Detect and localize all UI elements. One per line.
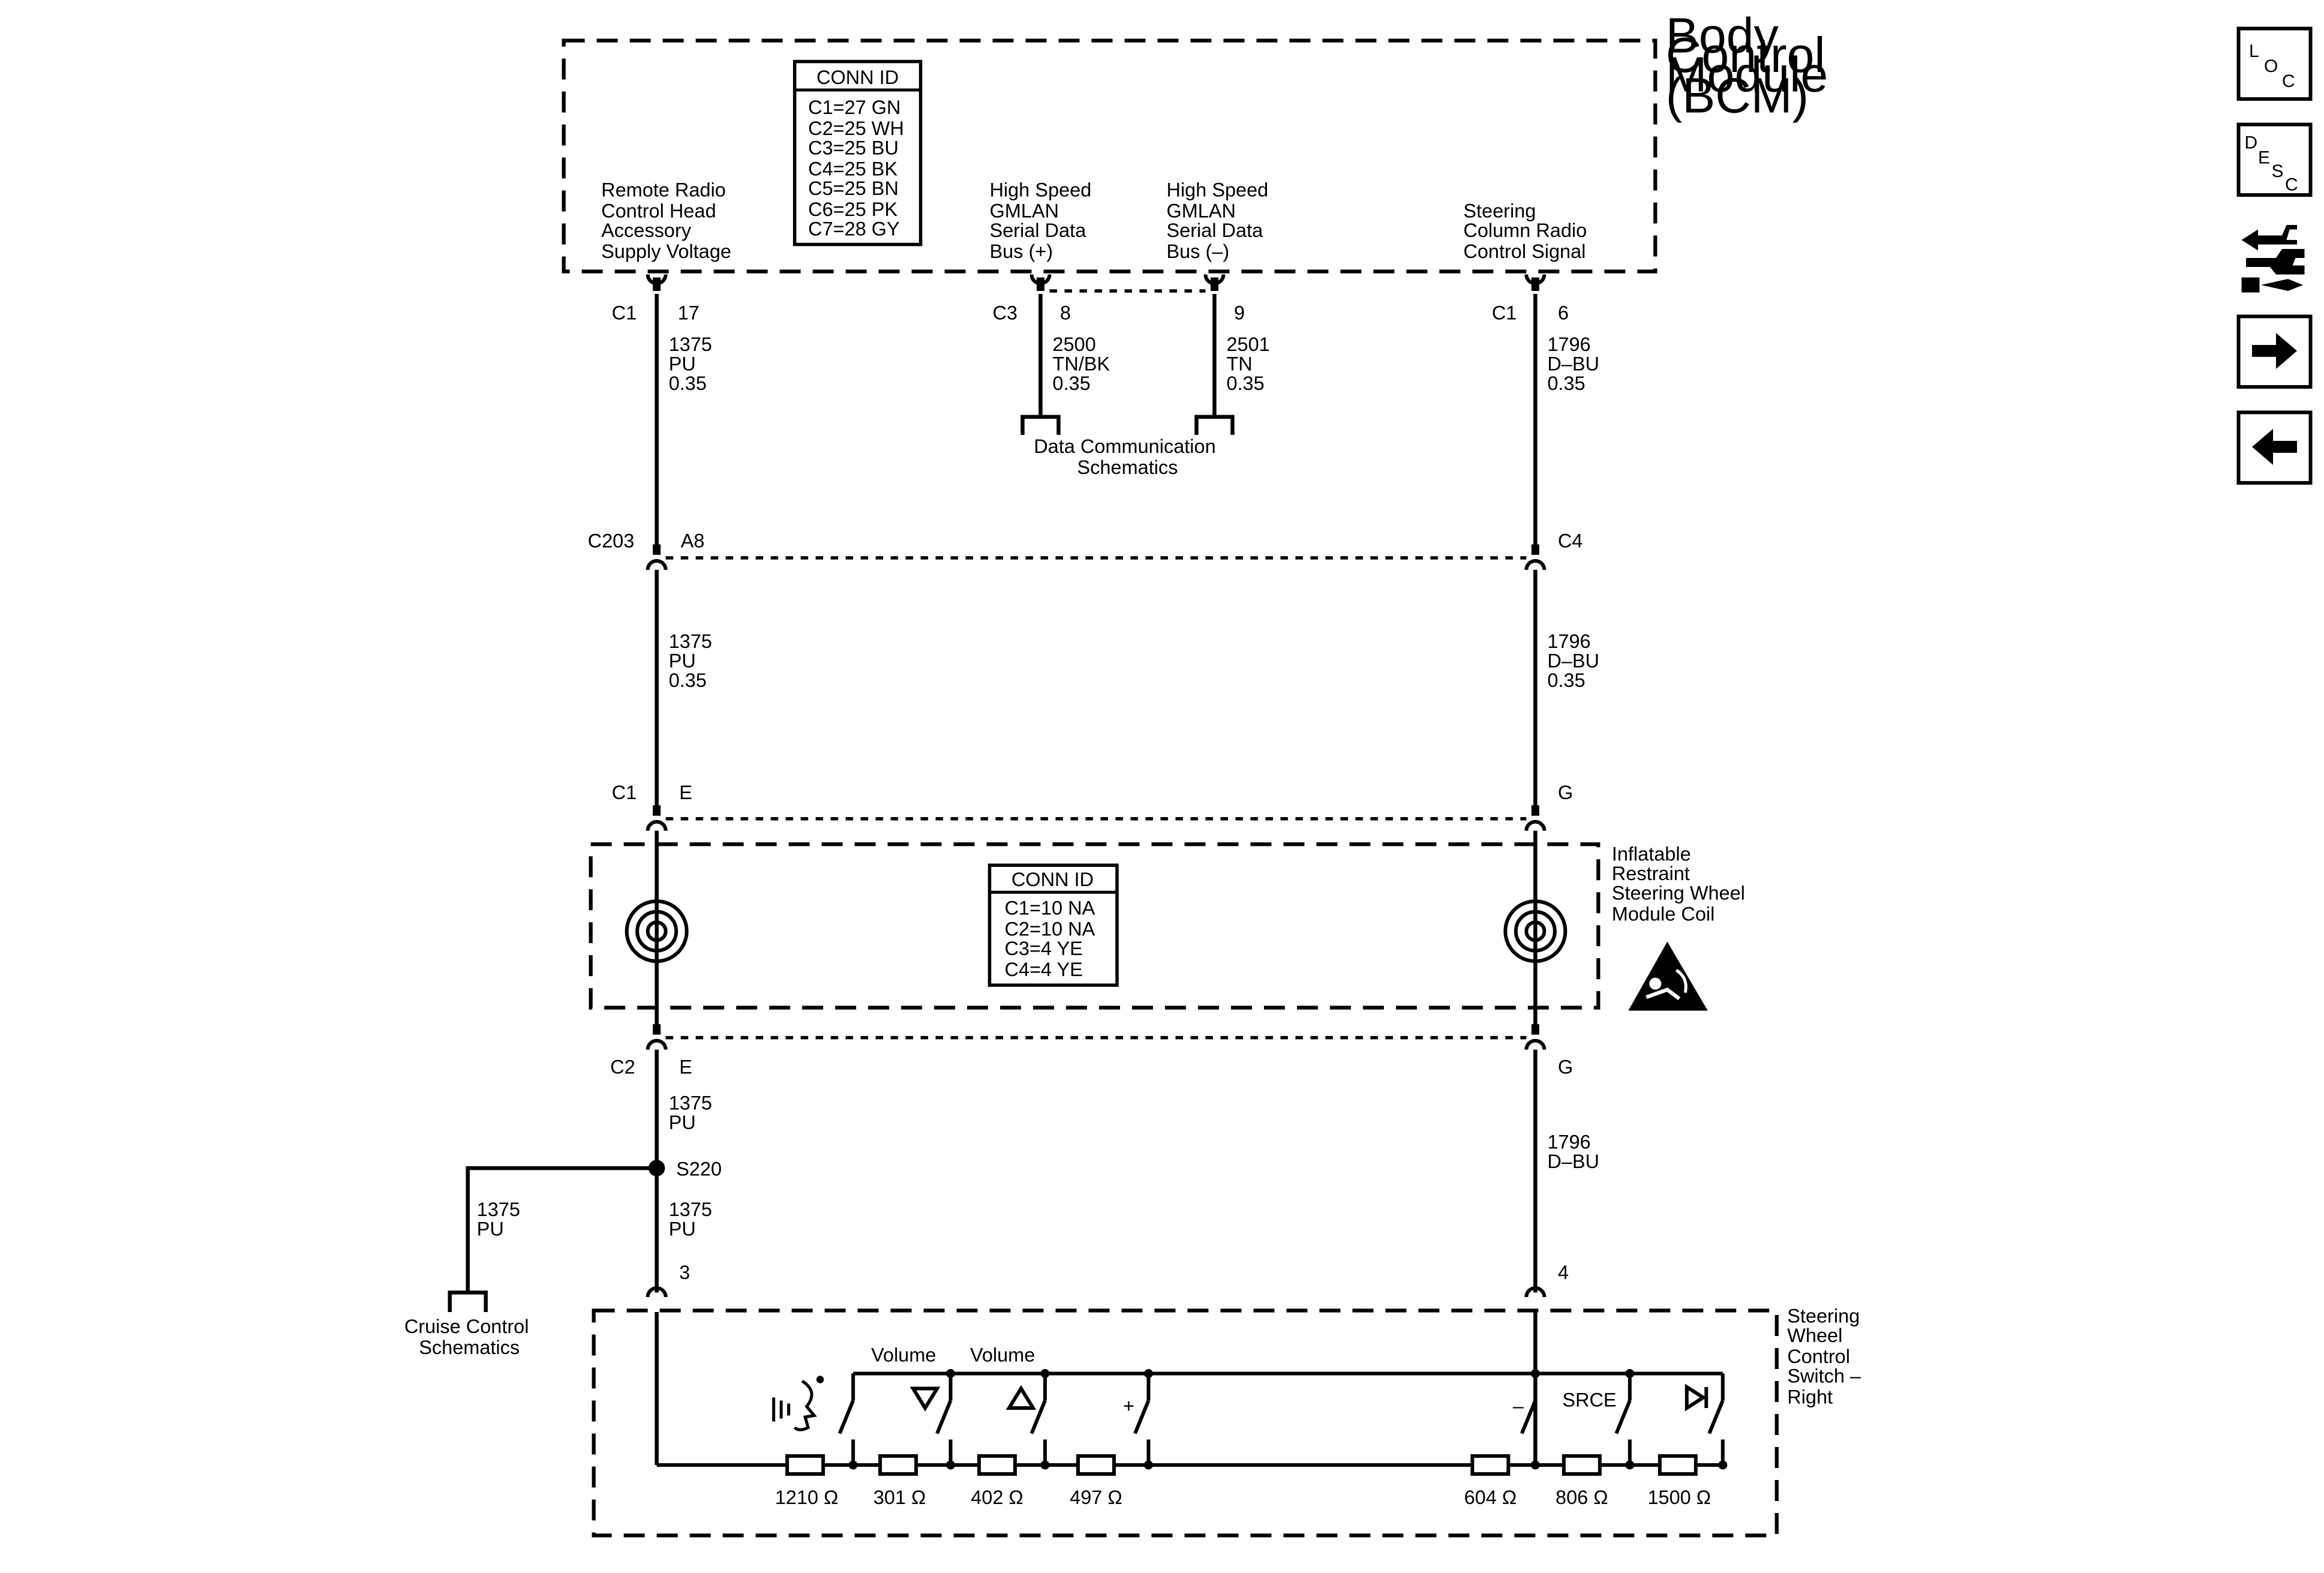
source-label: SRCE	[1562, 1389, 1616, 1410]
signal-gmlan-negative: High Speed GMLAN Serial Data Bus (–)	[1166, 179, 1274, 262]
seek-plus-label: +	[1123, 1395, 1134, 1416]
svg-text:D: D	[2245, 133, 2258, 153]
bcm-label: Body Control Module (BCM)	[1666, 8, 1842, 124]
switch-label: Steering Wheel Control Switch – Right	[1787, 1305, 1866, 1408]
pin-a8: A8	[681, 530, 705, 551]
signal-accessory-supply: Remote Radio Control Head Accessory Supp…	[601, 179, 731, 262]
location-button[interactable]: L O C	[2236, 26, 2313, 101]
junction-dots	[848, 1368, 1728, 1470]
coil-conn-id-title: CONN ID	[1011, 869, 1094, 890]
pin-8: 8	[1060, 302, 1071, 323]
connector-links	[665, 289, 1527, 1040]
seek-minus-label: –	[1513, 1395, 1524, 1416]
bcm-conn-id-title: CONN ID	[816, 67, 899, 88]
signal-steering-column-radio: Steering Column Radio Control Signal	[1463, 200, 1592, 262]
voice-command-icon	[772, 1376, 824, 1431]
connector-labels: C1 17 C3 8 9 C1 6 C203 A8 C4 C1 E G C2 E…	[588, 302, 1583, 1283]
conn-coil-c2: C2	[610, 1056, 635, 1078]
pin-switch-4: 4	[1558, 1262, 1569, 1283]
resistor-1210: 1210 Ω	[775, 1487, 839, 1508]
airbag-warning-icon	[1628, 941, 1708, 1011]
resistor-497: 497 Ω	[1070, 1487, 1122, 1508]
coil-conn-id-rows: C1=10 NA C2=10 NA C3=4 YE C4=4 YE	[1005, 897, 1101, 980]
pin-c4: C4	[1558, 530, 1583, 551]
arrow-left-icon	[2252, 428, 2298, 465]
resistor-labels: 1210 Ω 301 Ω 402 Ω 497 Ω 604 Ω 806 Ω 150…	[775, 1487, 1711, 1508]
signal-gmlan-positive: High Speed GMLAN Serial Data Bus (+)	[990, 179, 1097, 262]
pin-9: 9	[1234, 302, 1245, 323]
conn-c1-left: C1	[612, 302, 637, 323]
pin-coil-c1-e: E	[679, 782, 692, 803]
svg-text:E: E	[2258, 148, 2270, 168]
conn-c1-right: C1	[1492, 302, 1517, 323]
conn-c3: C3	[993, 302, 1018, 323]
arrow-right-icon	[2252, 332, 2298, 369]
volume-up-label: Volume	[970, 1344, 1035, 1366]
switch-contacts	[837, 1373, 1725, 1465]
resistor-301: 301 Ω	[873, 1487, 926, 1508]
pin-coil-c2-e: E	[679, 1056, 692, 1078]
ref-cruise-control: Cruise Control Schematics	[404, 1316, 535, 1358]
conn-c203: C203	[588, 530, 635, 551]
connector-symbols	[648, 274, 1545, 1297]
svg-text:C: C	[2282, 71, 2295, 91]
pin-coil-c2-g: G	[1558, 1056, 1573, 1078]
pin-6: 6	[1558, 302, 1569, 323]
ref-data-communication: Data Communication Schematics	[1034, 436, 1221, 478]
body-control-module: Body Control Module (BCM)	[562, 8, 1842, 274]
svg-text:L: L	[2249, 41, 2259, 61]
svg-text:C: C	[2285, 175, 2298, 195]
description-button[interactable]: D E S C	[2236, 122, 2313, 197]
pin-17: 17	[678, 302, 699, 323]
svg-text:S: S	[2272, 161, 2284, 181]
resistor-402: 402 Ω	[971, 1487, 1023, 1508]
next-page-button[interactable]	[2236, 314, 2313, 389]
pin-coil-c1-g: G	[1558, 782, 1573, 803]
svg-text:O: O	[2264, 56, 2278, 76]
previous-page-button[interactable]	[2236, 410, 2313, 485]
connector-service-icon[interactable]	[2241, 224, 2305, 293]
steering-wheel-control-switch: Steering Wheel Control Switch – Right	[591, 1305, 1866, 1538]
bcm-conn-id-table: CONN ID C1=27 GN C2=25 WH C3=25 BU C4=25…	[792, 59, 923, 247]
splice-label: S220	[676, 1158, 722, 1180]
clockspring-coil-right	[1503, 899, 1568, 963]
resistor-604: 604 Ω	[1464, 1487, 1517, 1508]
bcm-conn-id-rows: C1=27 GN C2=25 WH C3=25 BU C4=25 BK C5=2…	[808, 97, 909, 239]
splice-s220	[648, 1160, 665, 1176]
volume-down-icon	[909, 1386, 941, 1412]
coil-label: Inflatable Restraint Steering Wheel Modu…	[1612, 843, 1750, 925]
resistor-806: 806 Ω	[1556, 1487, 1608, 1508]
clockspring-coil-left	[624, 899, 689, 963]
conn-coil-c1: C1	[612, 782, 637, 803]
volume-down-label: Volume	[871, 1344, 936, 1366]
next-track-icon	[1685, 1383, 1709, 1412]
coil-conn-id-table: CONN ID C1=10 NA C2=10 NA C3=4 YE C4=4 Y…	[987, 863, 1119, 987]
volume-up-icon	[1005, 1385, 1037, 1410]
resistor-1500: 1500 Ω	[1647, 1487, 1711, 1508]
pin-switch-3: 3	[679, 1262, 690, 1283]
steering-wheel-module-coil: Inflatable Restraint Steering Wheel Modu…	[588, 842, 1750, 1010]
